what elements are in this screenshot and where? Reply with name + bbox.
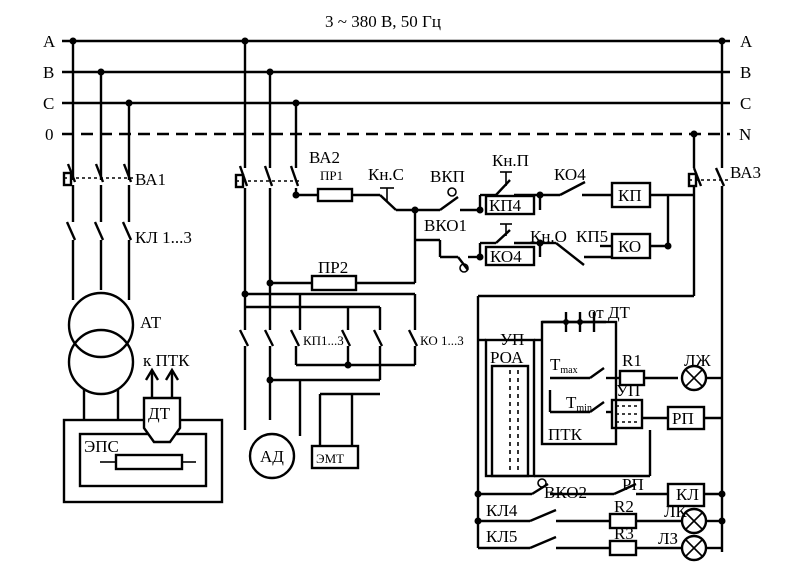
emt-label: ЭМТ bbox=[316, 451, 344, 466]
middle-feeder bbox=[234, 41, 696, 480]
left-feeder bbox=[62, 41, 224, 504]
va3-label: ВА3 bbox=[730, 163, 761, 182]
tmax-label: Tmax bbox=[550, 355, 578, 376]
r2-label: R2 bbox=[614, 497, 634, 516]
bus-n-label-left: 0 bbox=[45, 125, 54, 144]
ko4-coil-label: КО4 bbox=[490, 247, 522, 266]
kn-p-label: Кн.П bbox=[492, 151, 529, 170]
up-mid-label: УП bbox=[616, 381, 640, 400]
va2-label: ВА2 bbox=[309, 148, 340, 167]
rp-contact-label: РП bbox=[622, 475, 644, 494]
vkp-label: ВКП bbox=[430, 167, 465, 186]
ko-coil-label: КО bbox=[618, 237, 641, 256]
bus-a-label-right: A bbox=[740, 32, 753, 51]
r1-label: R1 bbox=[622, 351, 642, 370]
kp4-label: КП4 bbox=[489, 196, 522, 215]
kl5-label: КЛ5 bbox=[486, 527, 517, 546]
ko4-top-label: КО4 bbox=[554, 165, 586, 184]
r3-label: R3 bbox=[614, 524, 634, 543]
lz-label: ЛЗ bbox=[658, 529, 678, 548]
bus-n-label-right: N bbox=[739, 125, 751, 144]
kp5-label: КП5 bbox=[576, 227, 608, 246]
kl13-label: КЛ 1...3 bbox=[135, 228, 192, 247]
eps-label: ЭПС bbox=[84, 437, 119, 456]
rp-coil-label: РП bbox=[672, 409, 694, 428]
at-label: АТ bbox=[140, 313, 162, 332]
kl-coil-label: КЛ bbox=[676, 485, 699, 504]
kl4-label: КЛ4 bbox=[486, 501, 518, 520]
ptk-label: ПТК bbox=[548, 425, 583, 444]
pr1-label: ПР1 bbox=[320, 168, 343, 183]
lk-label: ЛК bbox=[664, 502, 688, 521]
ot-dt-label: от ДТ bbox=[588, 303, 631, 322]
bus-a-label-left: A bbox=[43, 32, 56, 51]
ad-label: АД bbox=[260, 447, 284, 466]
bus-junctions bbox=[69, 37, 726, 138]
lzh-label: ЛЖ bbox=[684, 351, 712, 370]
kp13-label: КП1...3 bbox=[303, 333, 344, 348]
control-circuit bbox=[474, 41, 730, 562]
vko2-label: ВКО2 bbox=[544, 483, 587, 502]
pr2-label: ПР2 bbox=[318, 258, 348, 277]
supply-title: 3 ~ 380 В, 50 Гц bbox=[325, 12, 441, 31]
va1-label: ВА1 bbox=[135, 170, 166, 189]
tmin-label: Tmin bbox=[566, 393, 592, 414]
bus-c-label-right: C bbox=[740, 94, 751, 113]
dt-label: ДТ bbox=[148, 404, 171, 423]
k-ptk-label: к ПТК bbox=[143, 351, 190, 370]
vko1-label: ВКО1 bbox=[424, 216, 467, 235]
bus-b-label-left: B bbox=[43, 63, 54, 82]
ko13-label: КО 1...3 bbox=[420, 333, 464, 348]
roa-label: РОА bbox=[490, 348, 524, 367]
kn-o-label: Кн.О bbox=[530, 227, 567, 246]
kp-coil-label: КП bbox=[618, 186, 642, 205]
bus-c-label-left: C bbox=[43, 94, 54, 113]
kn-s-label: Кн.С bbox=[368, 165, 404, 184]
up-top-label: УП bbox=[500, 330, 524, 349]
bus-b-label-right: B bbox=[740, 63, 751, 82]
